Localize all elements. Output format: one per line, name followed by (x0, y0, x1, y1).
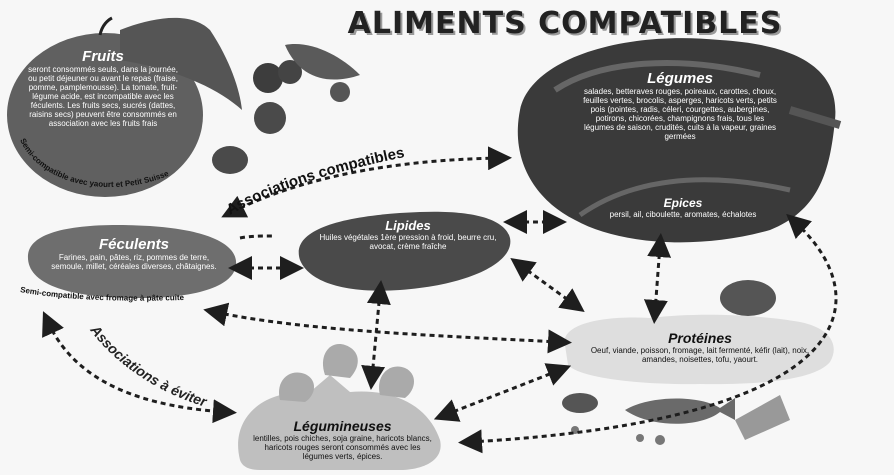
berry-character-shape (254, 102, 286, 134)
feculents-text: Farines, pain, pâtes, riz, pommes de ter… (44, 253, 224, 271)
chicken-shape (720, 280, 776, 316)
arrow-legumineuses-proteines (445, 370, 560, 415)
fruits-text: seront consommés seuls, dans la journée,… (28, 65, 178, 128)
legumineuses-heading: Légumineuses (250, 418, 435, 434)
fruits-heading: Fruits (28, 48, 178, 65)
legume-seed-shape (636, 434, 644, 442)
arrow-lipides-proteines (520, 265, 575, 305)
fruits-block: Fruits seront consommés seuls, dans la j… (28, 48, 178, 128)
feculents-block: Féculents Farines, pain, pâtes, riz, pom… (44, 236, 224, 271)
diagram-title: ALIMENTS COMPATIBLES (330, 6, 800, 41)
associations-eviter-label: Associations à éviter (87, 321, 210, 410)
tomato-shape (212, 146, 248, 174)
sack-top-shape (323, 344, 358, 378)
lipides-block: Lipides Huiles végétales 1ère pression à… (318, 218, 498, 251)
sack-top-shape (379, 367, 414, 398)
proteines-heading: Protéines (575, 330, 825, 346)
grape-bunch-shape (253, 63, 283, 93)
legumineuses-text: lentilles, pois chiches, soja graine, ha… (250, 434, 435, 461)
epices-text: persil, ail, ciboulette, aromates, échal… (588, 210, 778, 219)
proteines-block: Protéines Oeuf, viande, poisson, fromage… (575, 330, 825, 364)
arrow-feculents-tail (240, 236, 272, 238)
lipides-heading: Lipides (318, 218, 498, 233)
arrow-feculents-proteines (215, 312, 560, 342)
associations-compatibles-label: Associations compatibles (224, 144, 406, 218)
legumineuses-block: Légumineuses lentilles, pois chiches, so… (250, 418, 435, 461)
legumes-heading: Légumes (580, 70, 780, 87)
epices-block: Epices persil, ail, ciboulette, aromates… (588, 196, 778, 219)
arrow-legumes-proteines (655, 245, 660, 312)
feculents-heading: Féculents (44, 236, 224, 253)
apple-stem (100, 18, 112, 35)
legumes-text: salades, betteraves rouges, poireaux, ca… (580, 87, 780, 141)
proteines-text: Oeuf, viande, poisson, fromage, lait fer… (575, 346, 825, 364)
lipides-text: Huiles végétales 1ère pression à froid, … (318, 233, 498, 251)
meat-shape (562, 393, 598, 413)
cheese-shape (735, 395, 790, 440)
legumes-block: Légumes salades, betteraves rouges, poir… (580, 70, 780, 141)
arrow-lipides-legumineuses (372, 292, 380, 378)
sack-top-shape (279, 372, 314, 402)
legume-seed-shape (655, 435, 665, 445)
epices-heading: Epices (588, 196, 778, 210)
fruit-small-shape (330, 82, 350, 102)
